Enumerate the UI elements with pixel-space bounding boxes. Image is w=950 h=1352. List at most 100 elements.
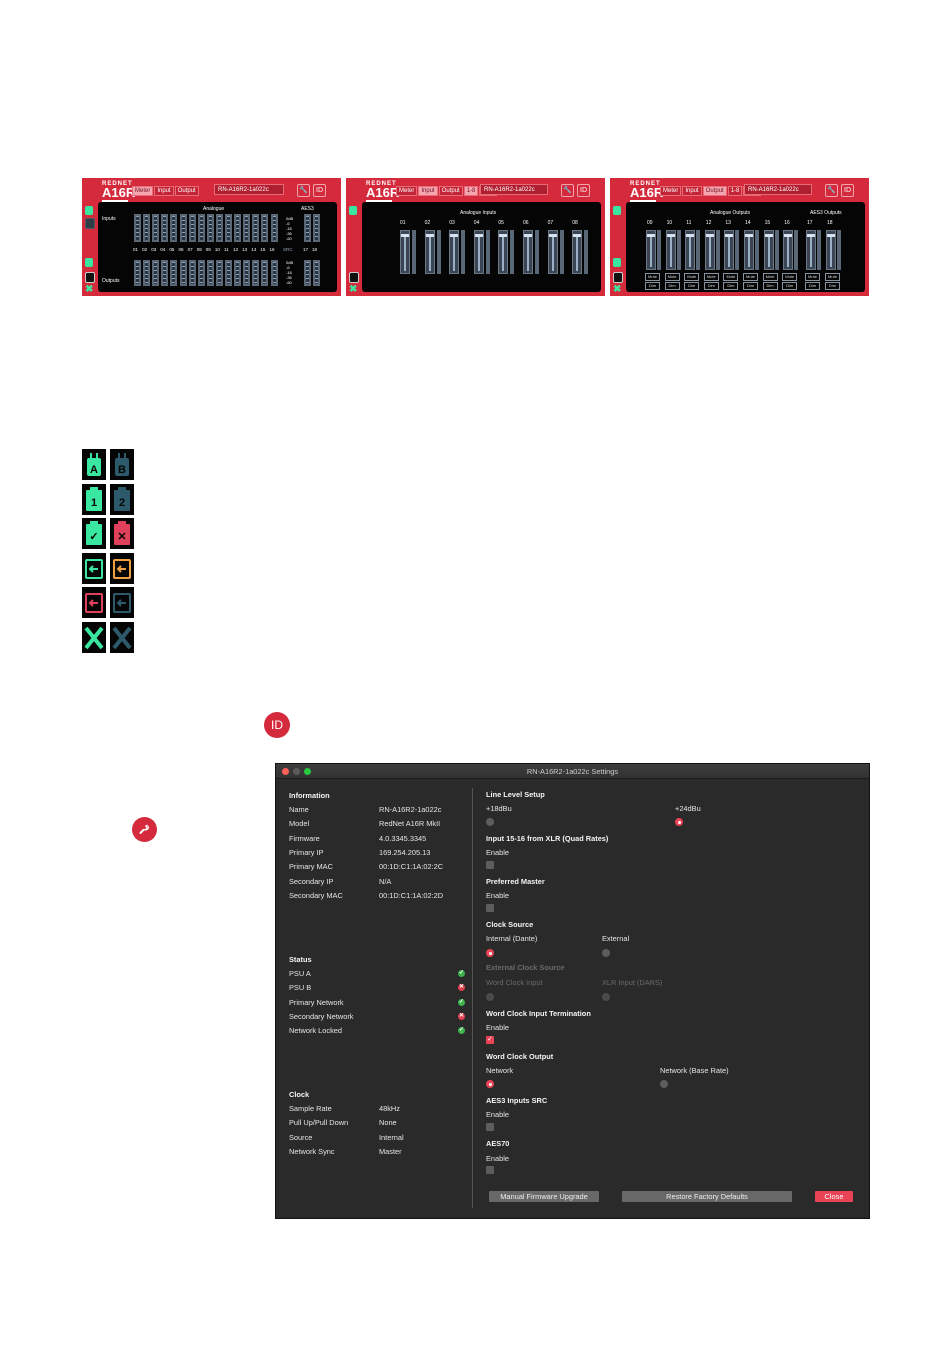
id-button[interactable]: ID <box>841 184 854 197</box>
mute-button[interactable]: Mute <box>782 273 798 281</box>
dim-button[interactable]: Dim <box>684 282 700 290</box>
output-fader[interactable] <box>646 230 656 270</box>
clock-internal-icon <box>82 552 106 584</box>
mute-button[interactable]: Mute <box>664 273 680 281</box>
info-label: Primary MAC <box>289 862 333 872</box>
mute-button[interactable]: Mute <box>762 273 778 281</box>
tab-channels-1-8[interactable]: 1-8 <box>727 186 743 196</box>
svg-text:A: A <box>90 464 98 476</box>
input-fader[interactable] <box>572 230 583 274</box>
device-name-field[interactable]: RN-A16R2-1a022c <box>480 184 548 195</box>
tab-output[interactable]: Output <box>702 186 727 196</box>
close-button[interactable]: Close <box>815 1191 853 1202</box>
clock-source-internal-radio[interactable] <box>486 949 494 957</box>
wrench-icon[interactable]: 🔧 <box>561 184 574 197</box>
channel-number: 10 <box>214 247 220 252</box>
mute-button[interactable]: Mute <box>723 273 739 281</box>
line-level-18-label: +18dBu <box>486 804 512 813</box>
clock-source-external-radio[interactable] <box>602 949 610 957</box>
meter-scale-label: -18 <box>286 226 292 231</box>
output-fader[interactable] <box>724 230 735 270</box>
svg-text:2: 2 <box>119 497 125 509</box>
device-name-field[interactable]: RN-A16R2-1a022c <box>744 184 812 195</box>
dim-button[interactable]: Dim <box>664 282 680 290</box>
input-fader[interactable] <box>498 230 509 274</box>
input-fader[interactable] <box>473 230 484 274</box>
id-button[interactable]: ID <box>313 184 326 197</box>
status-label: PSU B <box>289 983 312 993</box>
tab-input[interactable]: Input <box>418 186 438 196</box>
status-error-icon: ✕ <box>458 1012 465 1020</box>
info-value: N/A <box>379 876 392 886</box>
wrench-icon[interactable]: 🔧 <box>297 184 310 197</box>
dim-button[interactable]: Dim <box>703 282 719 290</box>
manual-firmware-upgrade-button[interactable]: Manual Firmware Upgrade <box>489 1191 599 1202</box>
minimize-window-button[interactable] <box>293 768 300 775</box>
input-fader[interactable] <box>523 230 533 274</box>
wrench-icon[interactable] <box>132 817 157 842</box>
tab-meter[interactable]: Meter <box>132 186 154 196</box>
wc-termination-checkbox[interactable]: ✓ <box>486 1036 494 1044</box>
output-fader[interactable] <box>826 230 836 270</box>
dim-button[interactable]: Dim <box>782 282 798 290</box>
channel-meter-input <box>161 214 169 242</box>
input-fader[interactable] <box>547 230 558 274</box>
dim-button[interactable]: Dim <box>805 282 820 290</box>
mute-button[interactable]: Mute <box>684 273 700 281</box>
mute-button[interactable]: Mute <box>743 273 758 281</box>
info-value: 00:1D:C1:1A:02:2D <box>379 890 444 900</box>
input-fader[interactable] <box>424 230 435 274</box>
input-fader[interactable] <box>400 230 410 274</box>
input-xlr-checkbox[interactable] <box>486 861 494 869</box>
tab-channels-1-8[interactable]: 1-8 <box>463 186 479 196</box>
output-fader[interactable] <box>763 230 774 270</box>
dim-button[interactable]: Dim <box>645 282 660 290</box>
tab-output[interactable]: Output <box>174 186 199 196</box>
clock-value: None <box>379 1118 397 1128</box>
wc-output-network-radio[interactable] <box>486 1080 494 1088</box>
tab-input[interactable]: Input <box>154 186 174 196</box>
output-fader[interactable] <box>685 230 696 270</box>
output-fader[interactable] <box>665 230 676 270</box>
channel-number: 09 <box>647 220 653 226</box>
wc-termination-heading: Word Clock Input Termination <box>486 1009 591 1018</box>
channel-number: 04 <box>160 247 166 252</box>
preferred-master-checkbox[interactable] <box>486 904 494 912</box>
aes3-src-checkbox[interactable] <box>486 1123 494 1131</box>
id-button[interactable]: ID <box>264 712 290 738</box>
mute-button[interactable]: Mute <box>805 273 820 281</box>
tab-meter[interactable]: Meter <box>660 186 682 196</box>
line-level-24-radio[interactable] <box>675 818 683 826</box>
output-fader[interactable] <box>704 230 715 270</box>
line-level-18-radio[interactable] <box>486 818 494 826</box>
close-window-button[interactable] <box>282 768 289 775</box>
output-fader[interactable] <box>783 230 794 270</box>
aes3-label: AES3 <box>301 206 314 212</box>
dim-button[interactable]: Dim <box>723 282 739 290</box>
channel-meter-output <box>243 260 251 286</box>
tab-meter[interactable]: Meter <box>396 186 418 196</box>
wc-output-base-rate-radio[interactable] <box>660 1080 668 1088</box>
dim-button[interactable]: Dim <box>762 282 778 290</box>
status-label: Secondary Network <box>289 1011 354 1021</box>
output-fader[interactable] <box>806 230 816 270</box>
dim-button[interactable]: Dim <box>825 282 840 290</box>
zoom-window-button[interactable] <box>304 768 311 775</box>
id-button[interactable]: ID <box>577 184 590 197</box>
word-clock-input-radio <box>486 993 494 1001</box>
mute-button[interactable]: Mute <box>703 273 719 281</box>
output-meter <box>735 230 740 270</box>
output-fader[interactable] <box>744 230 754 270</box>
wrench-icon[interactable]: 🔧 <box>825 184 838 197</box>
restore-factory-defaults-button[interactable]: Restore Factory Defaults <box>622 1191 792 1202</box>
tab-output[interactable]: Output <box>438 186 463 196</box>
input-fader[interactable] <box>449 230 460 274</box>
device-name-field[interactable]: RN-A16R2-1a022c <box>214 184 284 195</box>
channel-meter-input <box>261 214 269 242</box>
dim-button[interactable]: Dim <box>743 282 758 290</box>
mute-button[interactable]: Mute <box>645 273 660 281</box>
tab-input[interactable]: Input <box>682 186 702 196</box>
aes70-checkbox[interactable] <box>486 1166 494 1174</box>
info-value: RN-A16R2-1a022c <box>379 805 442 814</box>
mute-button[interactable]: Mute <box>825 273 840 281</box>
